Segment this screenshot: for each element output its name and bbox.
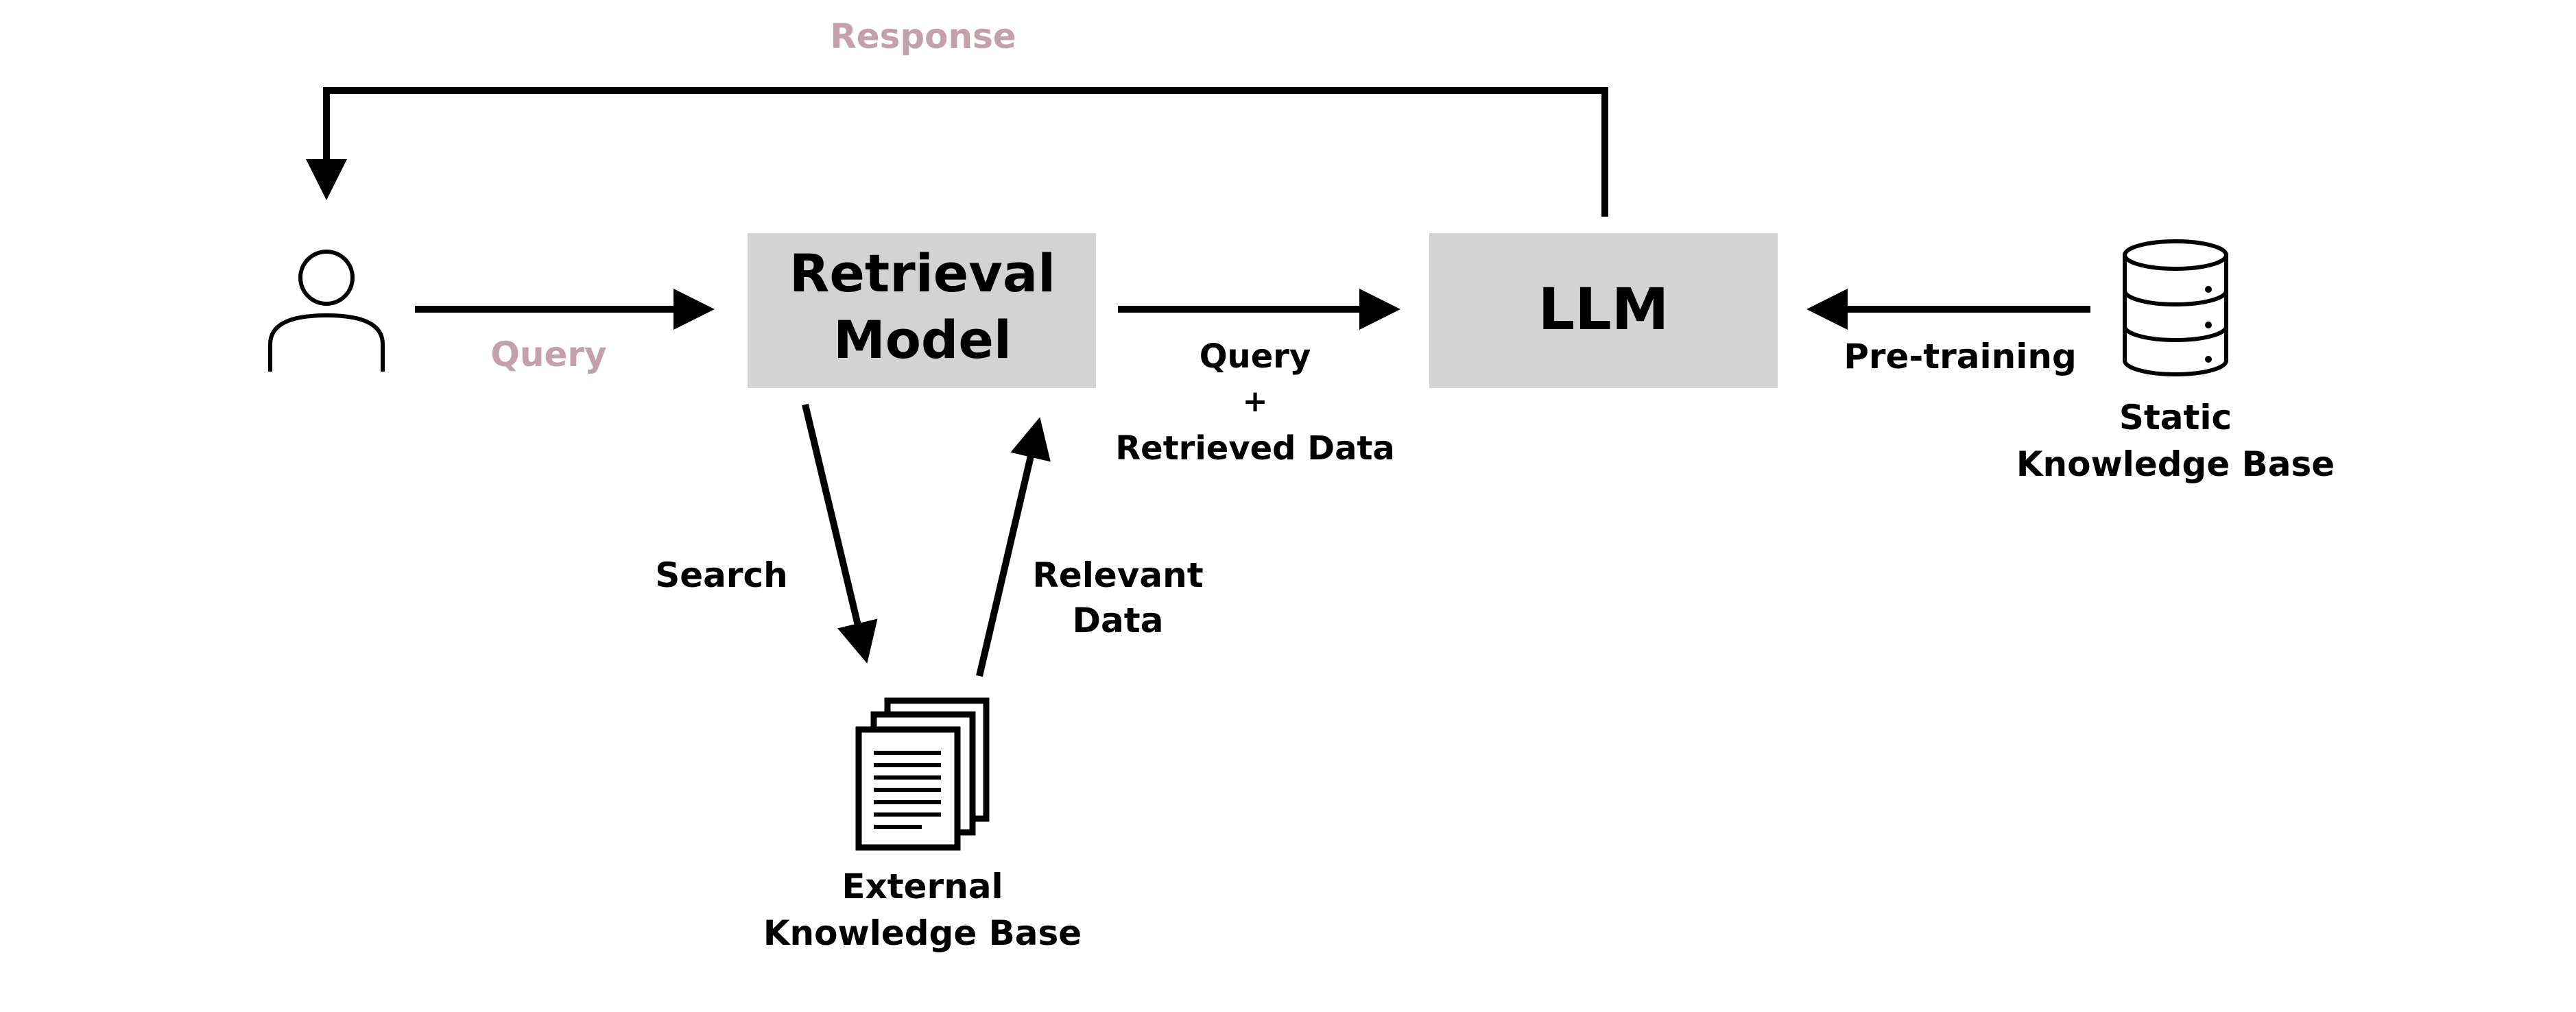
relevant-data-label-line2: Data [1073, 601, 1164, 640]
retrieval-model-box [748, 233, 1096, 388]
documents-icon [855, 697, 990, 851]
search-arrow [802, 403, 878, 664]
relevant-data-arrow [976, 417, 1051, 677]
query-label: Query [490, 335, 606, 374]
response-label: Response [830, 16, 1016, 56]
external-kb-label-line1: External [842, 867, 1003, 906]
llm-box [1429, 233, 1778, 388]
response-arrow [306, 87, 1608, 217]
search-label: Search [655, 555, 788, 595]
llm-label: LLM [1538, 276, 1669, 343]
relevant-data-label-line1: Relevant [1032, 555, 1203, 595]
retrieval-model-label-line2: Model [833, 309, 1012, 370]
retrieval-model-label-line1: Retrieval [789, 243, 1056, 304]
database-icon [2123, 239, 2228, 376]
query-retrieved-label-line1: Query [1200, 337, 1311, 376]
static-kb-label-line1: Static [2119, 398, 2232, 437]
pretraining-label: Pre-training [1844, 337, 2077, 376]
static-kb-label-line2: Knowledge Base [2016, 444, 2335, 484]
user-icon [268, 250, 385, 372]
query-retrieved-label-line3: Retrieved Data [1115, 429, 1395, 468]
external-kb-label-line2: Knowledge Base [763, 913, 1082, 953]
query-retrieved-label-line2: + [1243, 384, 1268, 419]
